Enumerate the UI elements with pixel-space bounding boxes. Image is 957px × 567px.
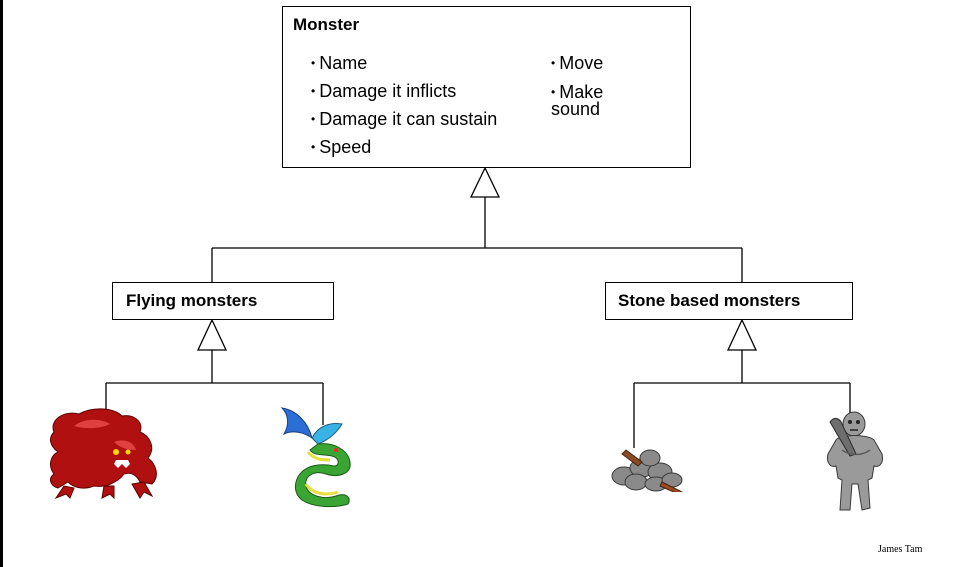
attribute-item: •Damage it can sustain [311,109,498,129]
method-item: •Move [551,53,604,73]
attribute-item: •Speed [311,137,372,157]
rock-pile-image [611,449,684,492]
monster-class-title: Monster [293,15,360,34]
inheritance-arrow-root [469,166,501,198]
monster-class-box: Monster •Name •Damage it inflicts •Damag… [282,6,691,168]
red-dragon-image [50,408,157,500]
attribute-item: •Damage it inflicts [311,81,457,101]
attribute-item: •Name [311,53,368,73]
inheritance-arrow-stone [726,318,758,351]
flying-monsters-title: Flying monsters [126,291,258,310]
slide-left-border [0,0,3,567]
stone-monsters-class-box: Stone based monsters [605,282,853,320]
author-footer: James Tam [878,544,923,555]
winged-serpent-image [280,407,351,508]
inheritance-arrow-flying [196,318,228,351]
flying-monsters-class-box: Flying monsters [112,282,334,320]
stone-monsters-title: Stone based monsters [618,291,801,310]
stone-golem-image [827,411,883,511]
